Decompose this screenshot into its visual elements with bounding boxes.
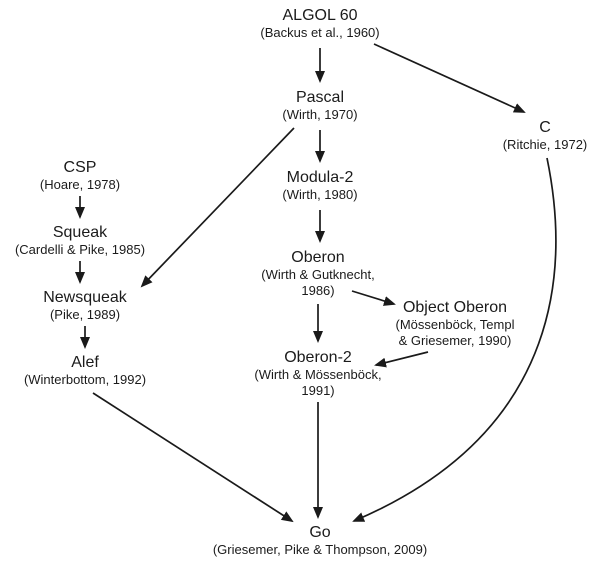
edge-alef-go	[92, 392, 294, 523]
node-citation: (Wirth & Mössenböck,	[254, 367, 382, 382]
node-citation: (Winterbottom, 1992)	[23, 372, 147, 387]
node-citation: (Backus et al., 1960)	[260, 25, 380, 40]
node-label: Go	[309, 524, 331, 541]
node-modula2: Modula-2 (Wirth, 1980)	[282, 168, 357, 203]
node-citation: 1991)	[301, 383, 335, 398]
node-citation: (Wirth & Gutknecht,	[261, 267, 375, 282]
node-newsqueak: Newsqueak (Pike, 1989)	[43, 288, 127, 323]
node-csp: CSP (Hoare, 1978)	[40, 158, 120, 193]
node-citation: 1986)	[301, 283, 335, 298]
node-objectoberon: Object Oberon (Mössenböck, Templ & Gries…	[396, 298, 515, 349]
node-pascal: Pascal (Wirth, 1970)	[282, 88, 357, 123]
node-label: C	[539, 119, 551, 136]
edge-oberon-objectoberon	[351, 290, 396, 306]
node-label: Squeak	[52, 224, 108, 241]
node-c: C (Ritchie, 1972)	[503, 118, 588, 153]
node-citation: (Wirth, 1970)	[282, 107, 358, 122]
node-citation: (Griesemer, Pike & Thompson, 2009)	[212, 542, 428, 557]
node-label: Alef	[71, 354, 99, 371]
edge-c-go	[352, 157, 557, 522]
node-citation: (Wirth, 1980)	[282, 187, 358, 202]
node-squeak: Squeak (Cardelli & Pike, 1985)	[15, 223, 145, 258]
edge-objectoberon-oberon2	[374, 351, 429, 368]
node-citation: (Cardelli & Pike, 1985)	[14, 242, 146, 257]
node-go: Go (Griesemer, Pike & Thompson, 2009)	[213, 523, 427, 558]
node-label: Pascal	[295, 89, 345, 106]
edge-algol60-c	[373, 43, 526, 113]
edge-pascal-newsqueak	[140, 127, 295, 288]
node-label: Oberon-2	[284, 349, 352, 366]
node-citation: (Pike, 1989)	[49, 307, 121, 322]
node-label: ALGOL 60	[282, 7, 358, 24]
node-citation: (Hoare, 1978)	[39, 177, 121, 192]
node-label: Object Oberon	[402, 299, 508, 316]
node-label: Newsqueak	[43, 289, 127, 306]
node-alef: Alef (Winterbottom, 1992)	[24, 353, 146, 388]
node-oberon: Oberon (Wirth & Gutknecht, 1986)	[261, 248, 374, 299]
node-citation: (Ritchie, 1972)	[502, 137, 588, 152]
node-label: Modula-2	[286, 169, 354, 186]
node-label: Oberon	[291, 249, 345, 266]
node-citation: & Griesemer, 1990)	[398, 333, 512, 348]
node-oberon2: Oberon-2 (Wirth & Mössenböck, 1991)	[254, 348, 381, 399]
node-label: CSP	[63, 159, 97, 176]
node-algol60: ALGOL 60 (Backus et al., 1960)	[260, 6, 379, 41]
node-citation: (Mössenböck, Templ	[395, 317, 515, 332]
